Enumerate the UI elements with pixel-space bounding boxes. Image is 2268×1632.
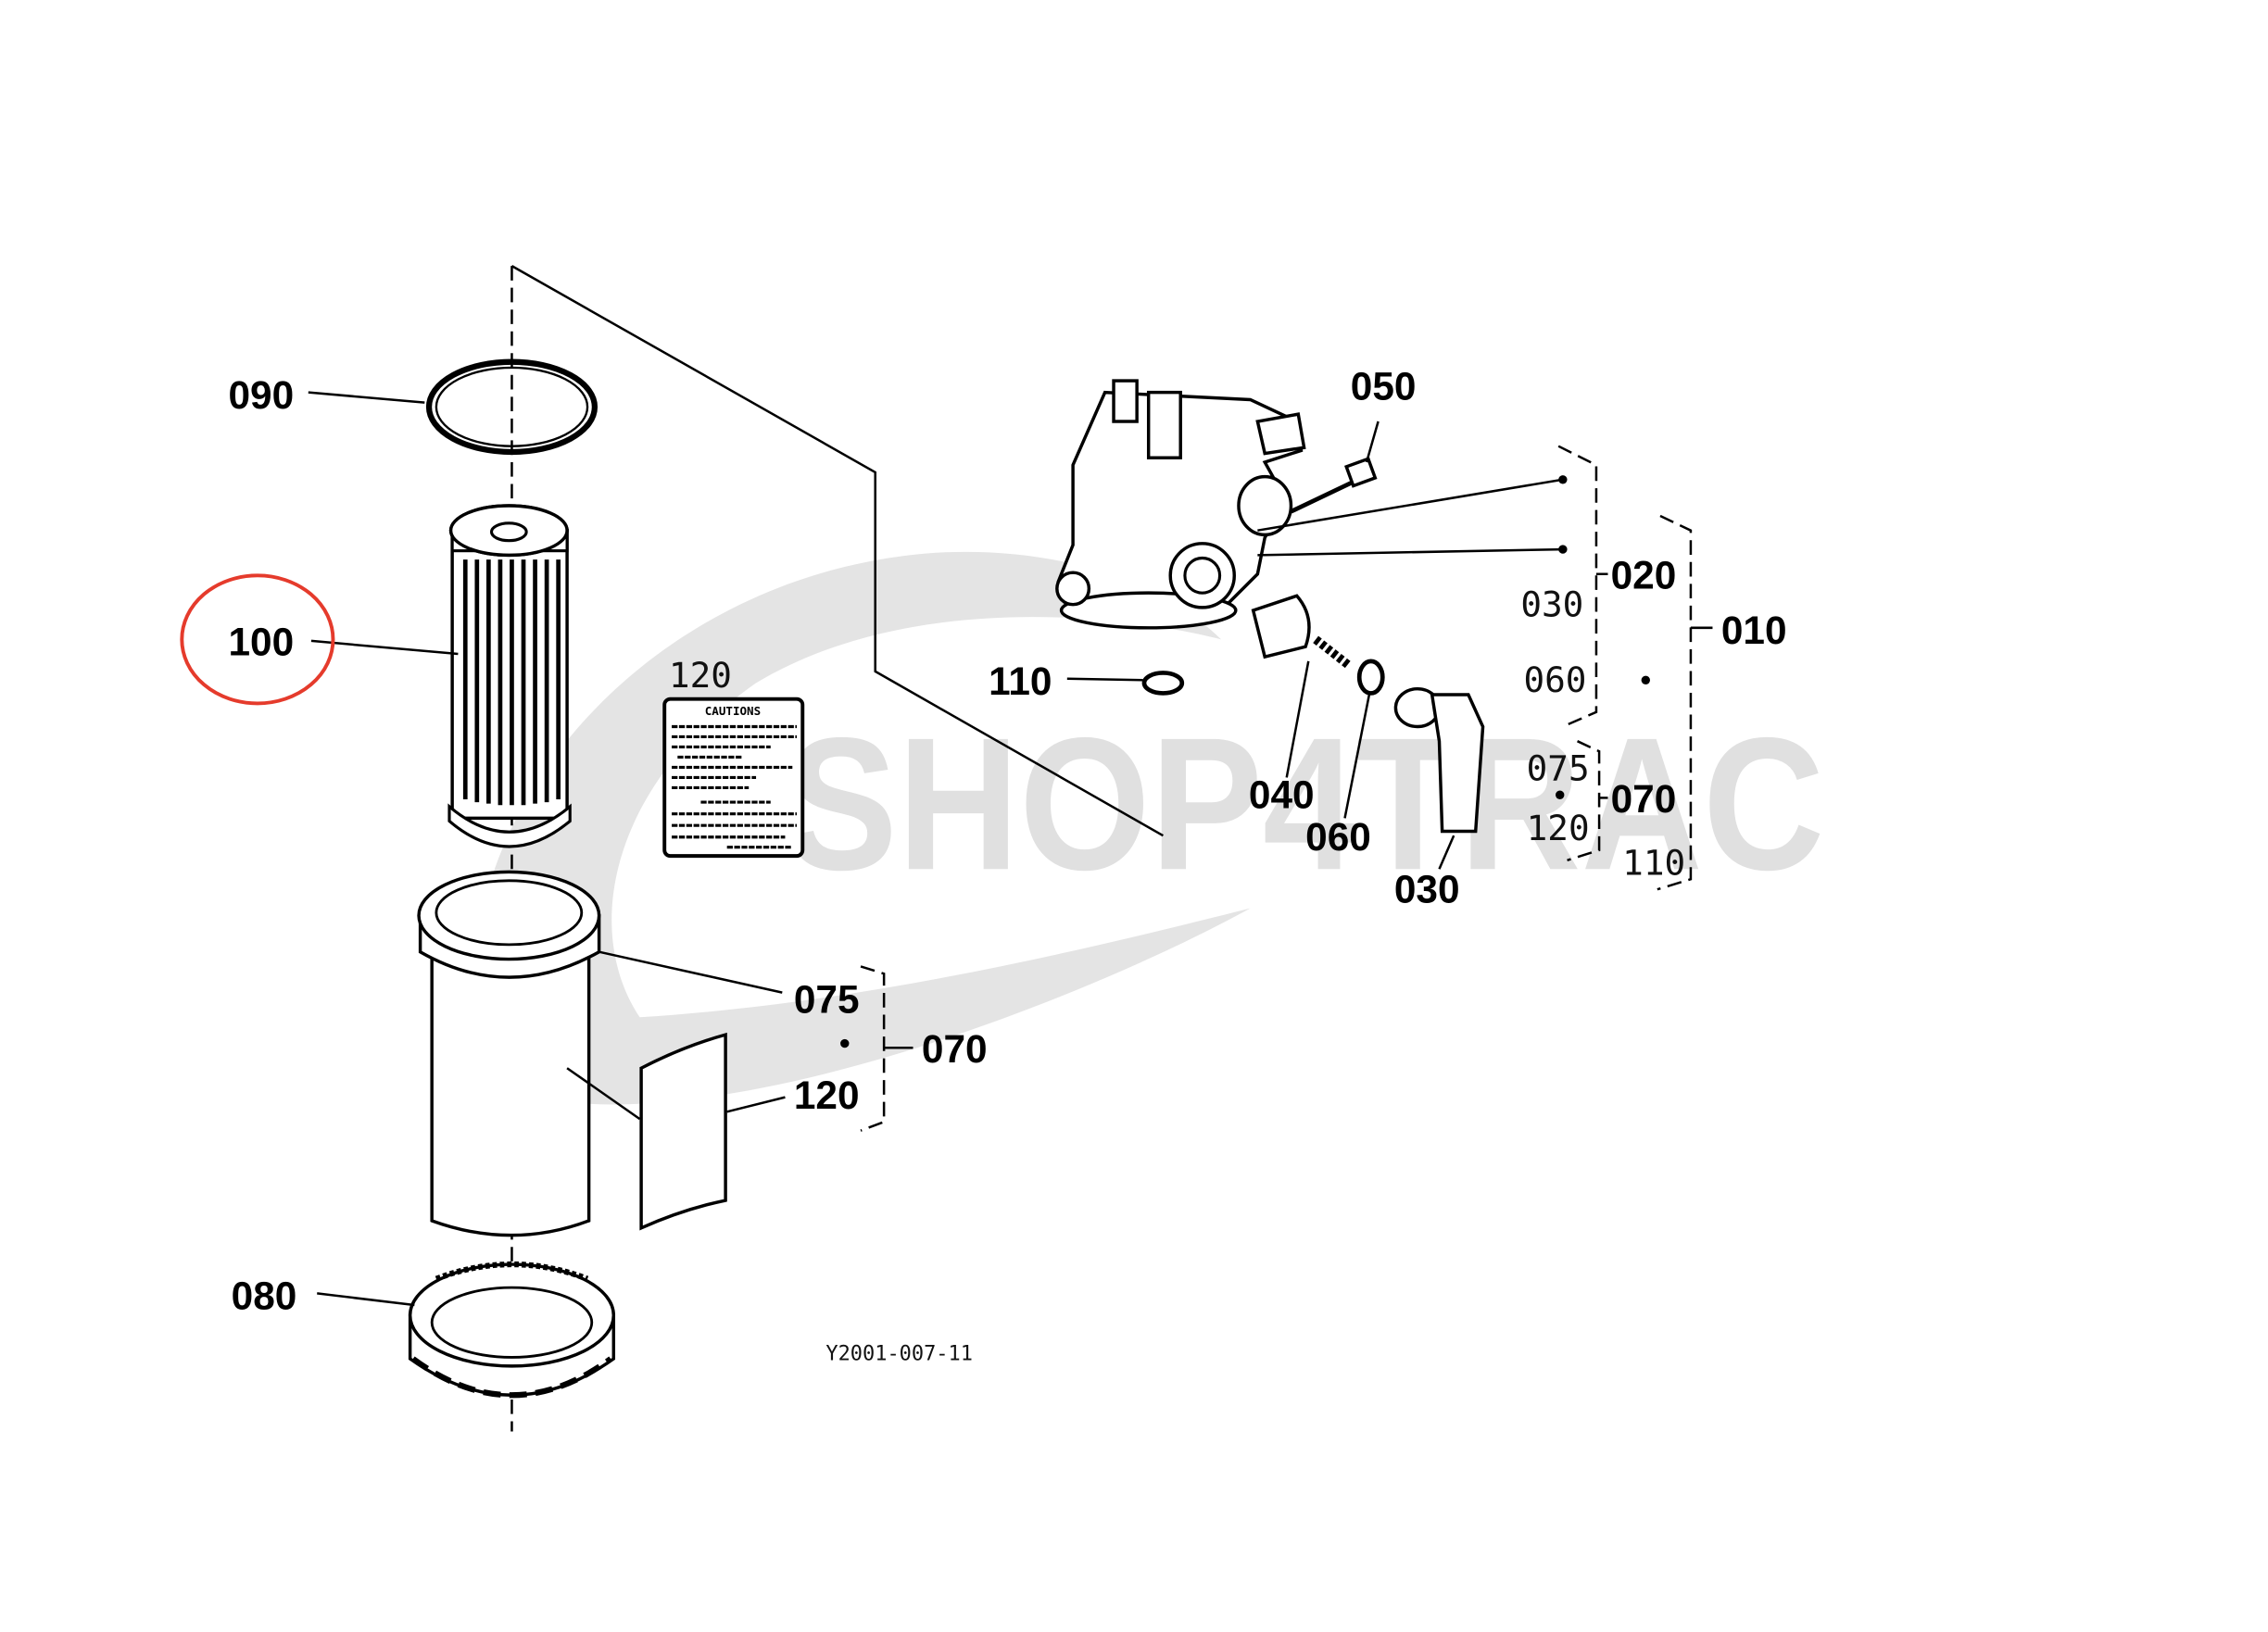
leader-075-b (566, 1067, 641, 1121)
callout-120-label[interactable]: 120 (669, 655, 732, 696)
leader-030 (1438, 835, 1455, 870)
callout-090[interactable]: 090 (229, 373, 295, 417)
callout-010[interactable]: 010 (1721, 609, 1787, 652)
leader-050 (1365, 421, 1380, 463)
callout-070-right[interactable]: 070 (1611, 777, 1677, 821)
assembly-plane-line (510, 265, 1165, 837)
leader-075 (598, 950, 783, 994)
leader-100 (310, 639, 459, 656)
caution-title: CAUTIONS (705, 704, 761, 718)
note-110: 110 (1622, 843, 1685, 884)
callout-050[interactable]: 050 (1351, 364, 1417, 408)
caution-label-120[interactable]: CAUTIONS (662, 697, 805, 859)
note-060: 060 (1523, 659, 1586, 700)
sticker-120[interactable] (639, 1032, 727, 1231)
o-ring-060[interactable] (1356, 659, 1385, 696)
callout-120[interactable]: 120 (794, 1073, 860, 1117)
dot (1556, 790, 1565, 799)
valve-plug[interactable] (1251, 594, 1311, 659)
bracket-020 (1557, 445, 1598, 728)
callout-020[interactable]: 020 (1611, 553, 1677, 596)
callout-080[interactable]: 080 (232, 1274, 297, 1318)
bracket-dot (840, 1038, 850, 1048)
note-030: 030 (1520, 584, 1583, 624)
bracket-070-right (1567, 740, 1601, 862)
leader-040 (1285, 660, 1310, 778)
leader-090 (308, 391, 425, 404)
ring-nut-080[interactable] (408, 1261, 616, 1399)
leader-080 (317, 1292, 415, 1307)
leader-110 (1066, 677, 1143, 682)
leader-020-b (1257, 547, 1563, 557)
o-ring-090[interactable] (425, 358, 598, 456)
callout-040[interactable]: 040 (1249, 772, 1315, 816)
highlight-circle (180, 573, 335, 706)
dot (1641, 675, 1650, 685)
callout-100[interactable]: 100 (229, 621, 295, 664)
dot (1558, 545, 1568, 554)
cock-lever-030[interactable] (1393, 686, 1485, 834)
filter-head-020[interactable] (1055, 379, 1306, 630)
note-075: 075 (1527, 748, 1590, 789)
bracket-010 (1657, 514, 1693, 891)
drawing-code: Y2001-007-11 (825, 1343, 973, 1366)
callout-110[interactable]: 110 (989, 659, 1052, 703)
callout-030[interactable]: 030 (1394, 867, 1460, 910)
watermark: SHOP4TRAC (473, 551, 1824, 1105)
filter-bowl-075[interactable] (417, 870, 601, 1237)
leader-120 (726, 1096, 786, 1113)
filter-element-100[interactable] (447, 504, 572, 848)
washer-110[interactable] (1141, 671, 1185, 696)
note-120: 120 (1527, 808, 1590, 848)
callout-075[interactable]: 075 (794, 978, 860, 1022)
leader-060 (1343, 693, 1371, 819)
leader-020-a (1257, 478, 1564, 532)
watermark-text: SHOP4TRAC (785, 698, 1824, 910)
spring-040[interactable] (1313, 635, 1353, 670)
callout-070[interactable]: 070 (922, 1027, 988, 1071)
screw-050[interactable] (1290, 457, 1378, 514)
dot (1558, 475, 1568, 484)
callout-060[interactable]: 060 (1305, 815, 1371, 859)
